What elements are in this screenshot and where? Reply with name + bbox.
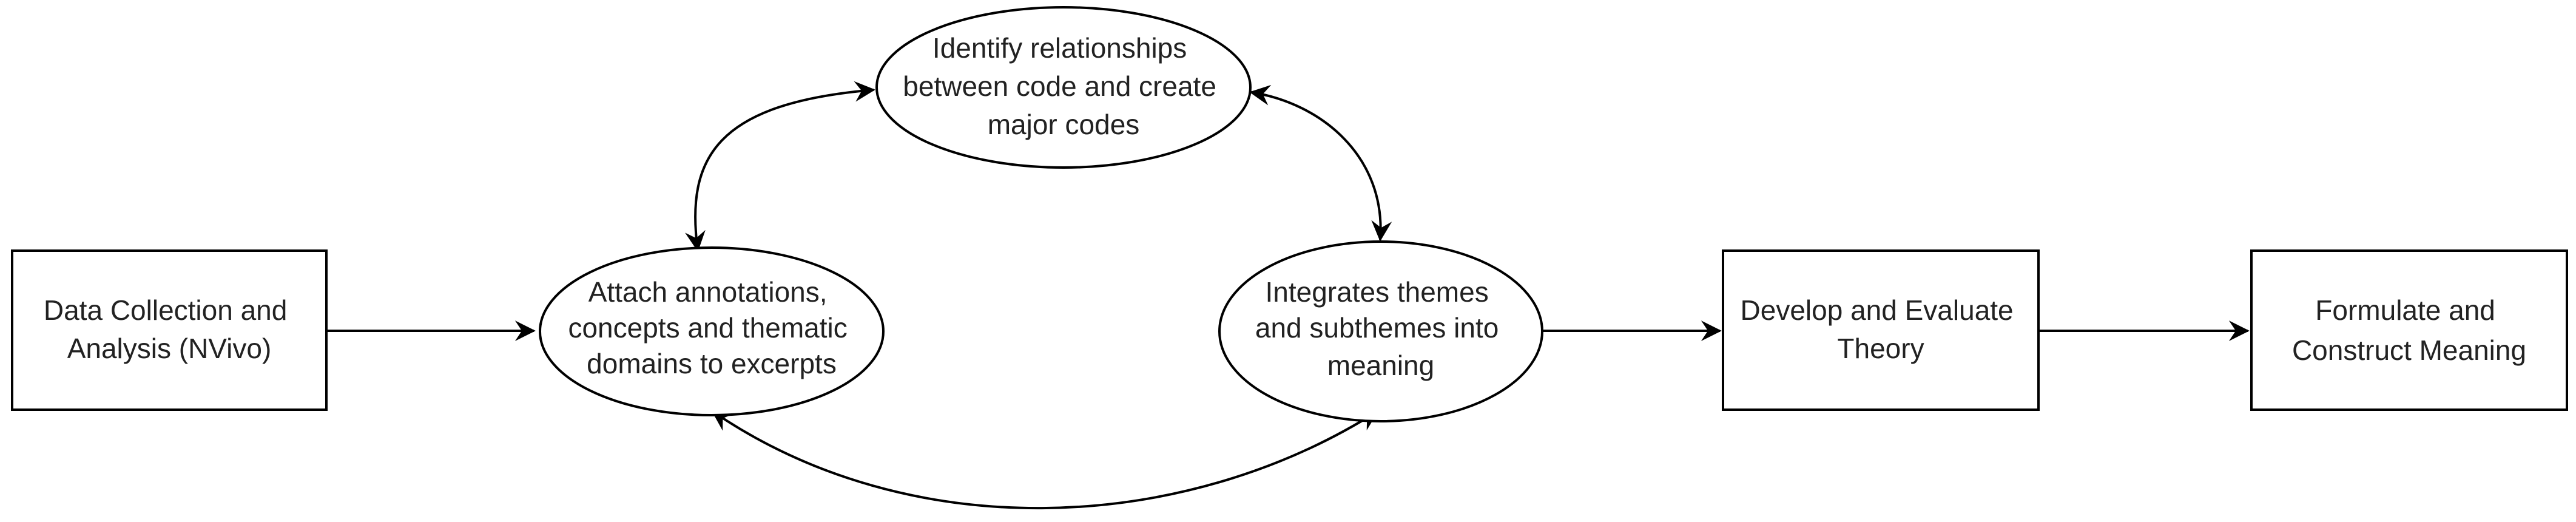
- node-attach-annotations-ellipse: [539, 246, 885, 416]
- node-integrates-themes-ellipse: [1218, 240, 1543, 422]
- node-data-collection-label: Data Collection and Analysis (NVivo): [44, 294, 295, 364]
- node-formulate-meaning: Formulate and Construct Meaning: [2250, 249, 2568, 411]
- node-attach-annotations-label: Attach annotations, concepts and themati…: [568, 276, 855, 379]
- node-develop-theory-line-1: Develop and Evaluate: [1741, 294, 2014, 326]
- node-formulate-meaning-label: Formulate and Construct Meaning: [2292, 294, 2526, 366]
- node-data-collection-line-1: Data Collection and: [44, 294, 287, 326]
- node-develop-theory-line-2: Theory: [1837, 333, 1924, 364]
- node-attach-annotations: Attach annotations, concepts and themati…: [539, 246, 885, 416]
- node-integrates-themes-line-3: meaning: [1327, 350, 1434, 381]
- node-integrates-themes-line-1: Integrates themes: [1266, 276, 1489, 308]
- node-formulate-meaning-box: [2250, 249, 2568, 411]
- node-identify-relationships-label: Identify relationships between code and …: [903, 32, 1224, 140]
- node-identify-relationships-line-1: Identify relationships: [932, 32, 1187, 64]
- node-develop-theory-box: [1722, 249, 2040, 411]
- node-identify-relationships: Identify relationships between code and …: [875, 6, 1252, 169]
- node-formulate-meaning-line-2: Construct Meaning: [2292, 334, 2526, 366]
- node-formulate-meaning-line-1: Formulate and: [2315, 294, 2495, 326]
- edges: [326, 81, 2250, 510]
- node-integrates-themes: Integrates themes and subthemes into mea…: [1218, 240, 1543, 422]
- node-identify-relationships-ellipse: [875, 6, 1252, 169]
- edge-annotations-identify-relationships: [685, 81, 875, 252]
- node-data-collection-box: [11, 249, 328, 411]
- node-data-collection-line-2: Analysis (NVivo): [67, 333, 272, 364]
- node-integrates-themes-line-2: and subthemes into: [1255, 312, 1499, 344]
- node-integrates-themes-label: Integrates themes and subthemes into mea…: [1255, 276, 1506, 381]
- node-attach-annotations-line-2: concepts and thematic: [568, 312, 847, 344]
- node-identify-relationships-line-2: between code and create: [903, 70, 1216, 102]
- node-develop-theory-label: Develop and Evaluate Theory: [1741, 294, 2021, 364]
- node-attach-annotations-line-3: domains to excerpts: [587, 348, 837, 379]
- edge-identify-relationships-integrates-themes: [1249, 84, 1392, 242]
- node-attach-annotations-line-1: Attach annotations,: [588, 276, 828, 308]
- node-identify-relationships-line-3: major codes: [988, 109, 1140, 140]
- node-data-collection: Data Collection and Analysis (NVivo): [11, 249, 328, 411]
- edge-annotations-integrates-themes: [711, 410, 1379, 510]
- node-develop-theory: Develop and Evaluate Theory: [1722, 249, 2040, 411]
